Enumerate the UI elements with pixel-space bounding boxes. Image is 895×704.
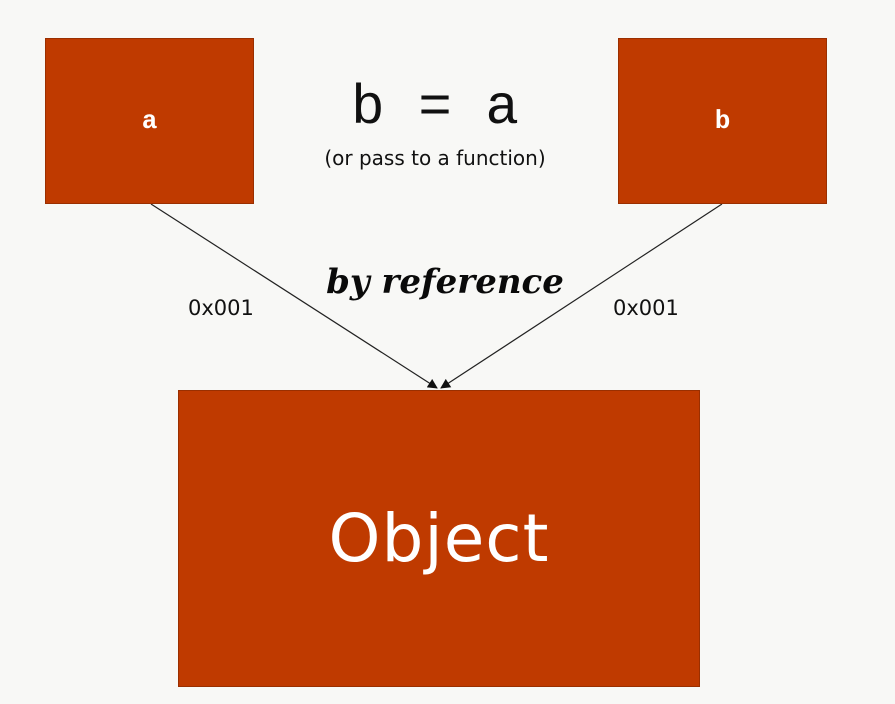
- object-label: Object: [328, 500, 550, 577]
- address-b: 0x001: [613, 296, 679, 320]
- address-a: 0x001: [188, 296, 254, 320]
- assignment-note: (or pass to a function): [324, 146, 546, 170]
- assignment-expression: b = a: [350, 76, 520, 140]
- arrow-a-to-object: [150, 203, 438, 389]
- variable-a-box: a: [45, 38, 254, 204]
- object-box: Object: [178, 390, 700, 687]
- arrow-b-to-object: [440, 203, 723, 389]
- variable-b-label: b: [714, 106, 731, 136]
- variable-b-box: b: [618, 38, 827, 204]
- variable-a-label: a: [141, 106, 158, 136]
- relation-label: by reference: [326, 262, 564, 302]
